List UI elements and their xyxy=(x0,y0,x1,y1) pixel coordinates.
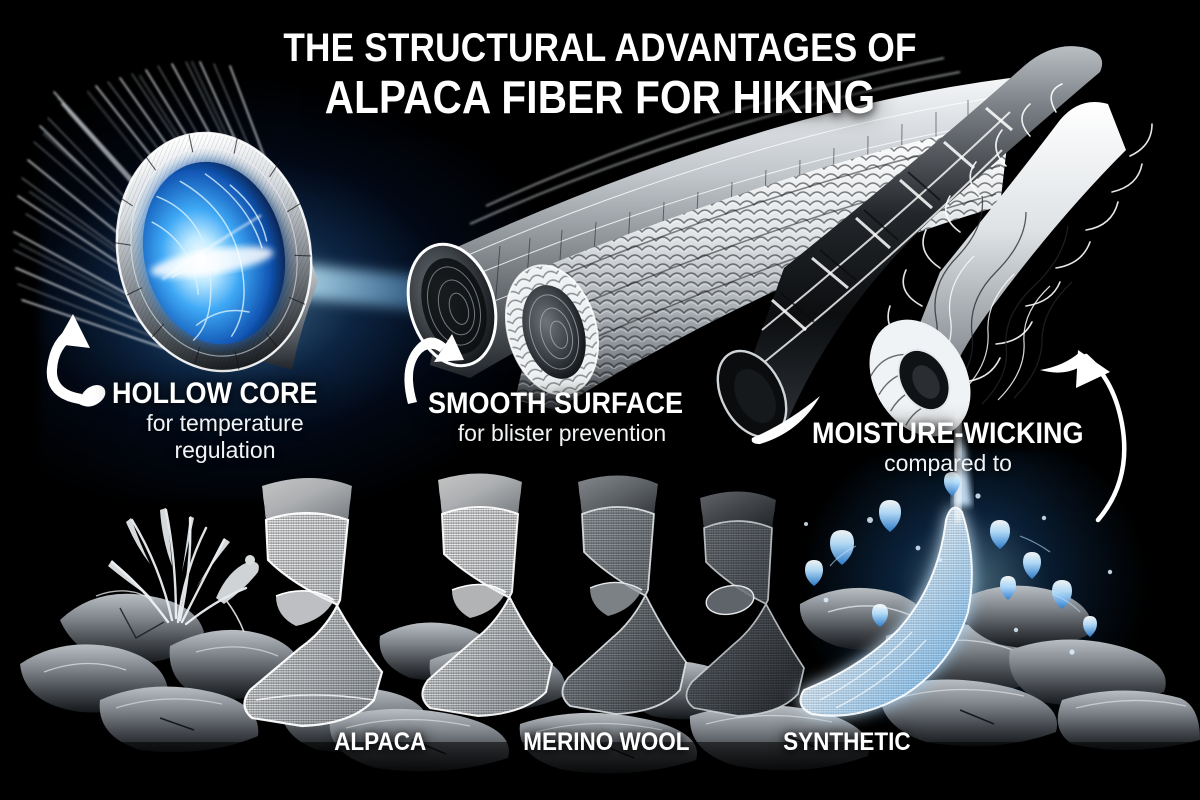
wick-pointer-sliver-icon xyxy=(751,396,820,444)
curved-arrow-up-sweep-icon xyxy=(1040,350,1127,523)
curved-arrow-up-left-icon xyxy=(46,314,106,407)
curved-arrow-up-right-icon xyxy=(404,334,464,404)
